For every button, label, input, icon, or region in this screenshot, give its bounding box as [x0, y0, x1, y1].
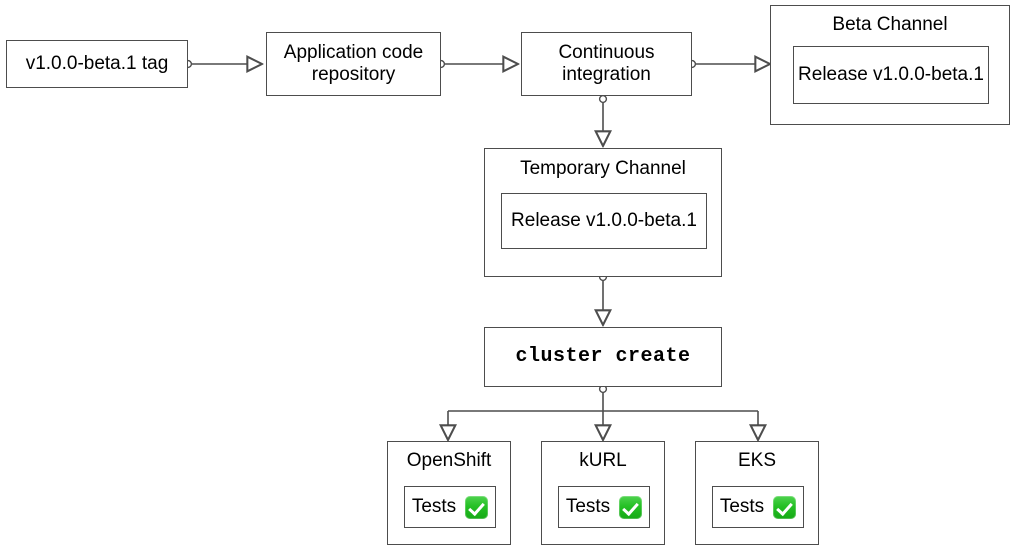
eks-tests-box[interactable]: Tests: [712, 486, 804, 528]
node-version-tag-label: v1.0.0-beta.1 tag: [25, 52, 169, 74]
edge-repo-to-ci: [436, 61, 518, 68]
kurl-tests-box[interactable]: Tests: [558, 486, 650, 528]
temporary-channel-release-box[interactable]: Release v1.0.0-beta.1: [501, 193, 707, 249]
container-beta-channel[interactable]: Beta Channel Release v1.0.0-beta.1: [770, 5, 1010, 125]
repo-line-1: Application code: [283, 41, 424, 63]
temporary-channel-release-label: Release v1.0.0-beta.1: [511, 210, 697, 232]
ci-line-2: integration: [562, 64, 651, 85]
green-check-icon: [465, 495, 489, 519]
node-application-code-repository-label: Application code repository: [284, 42, 423, 87]
container-openshift[interactable]: OpenShift Tests: [387, 441, 511, 545]
container-openshift-title: OpenShift: [406, 450, 492, 471]
container-temporary-channel-title: Temporary Channel: [520, 158, 686, 179]
openshift-tests-box[interactable]: Tests: [404, 486, 496, 528]
beta-channel-release-label: Release v1.0.0-beta.1: [798, 64, 984, 86]
edge-cluster-create-fanout: [448, 384, 758, 440]
node-cluster-create-label: cluster create: [515, 345, 691, 369]
container-eks-title: EKS: [737, 450, 777, 471]
edge-ci-to-beta-channel: [687, 61, 770, 68]
node-version-tag[interactable]: v1.0.0-beta.1 tag: [6, 40, 188, 88]
green-check-icon: [773, 495, 797, 519]
container-eks[interactable]: EKS Tests: [695, 441, 819, 545]
repo-line-2: repository: [311, 64, 396, 85]
node-continuous-integration-label: Continuous integration: [558, 42, 654, 87]
container-kurl-title: kURL: [579, 450, 627, 471]
green-check-icon: [619, 495, 643, 519]
ci-line-1: Continuous: [558, 41, 655, 63]
kurl-tests-label: Tests: [565, 496, 611, 518]
node-cluster-create[interactable]: cluster create: [484, 327, 722, 387]
edge-tag-to-repo: [183, 61, 262, 68]
container-temporary-channel[interactable]: Temporary Channel Release v1.0.0-beta.1: [484, 148, 722, 277]
node-continuous-integration[interactable]: Continuous integration: [521, 32, 692, 96]
node-application-code-repository[interactable]: Application code repository: [266, 32, 441, 96]
beta-channel-release-box[interactable]: Release v1.0.0-beta.1: [793, 46, 989, 104]
eks-tests-label: Tests: [719, 496, 765, 518]
container-beta-channel-title: Beta Channel: [832, 14, 948, 35]
edge-temporary-channel-to-cluster-create: [600, 272, 607, 325]
openshift-tests-label: Tests: [411, 496, 457, 518]
edge-ci-to-temporary-channel: [600, 94, 607, 146]
container-kurl[interactable]: kURL Tests: [541, 441, 665, 545]
